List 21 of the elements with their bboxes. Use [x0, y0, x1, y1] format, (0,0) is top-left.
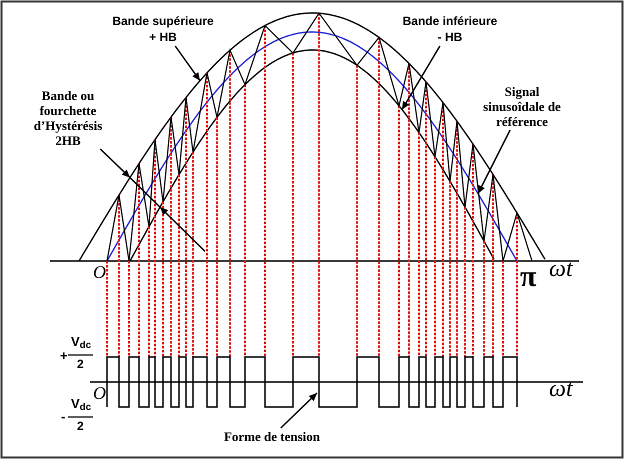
leader-arrow	[280, 392, 318, 429]
voltage-label: V$_{dc}$	[71, 335, 92, 348]
sign-label: +	[60, 349, 68, 362]
denominator-label: 2	[77, 358, 84, 370]
sign-label: -	[61, 410, 66, 423]
callout-text: Bande inférieure - HB	[402, 13, 498, 45]
callout-text: Signal sinusoîdale de référence	[482, 84, 562, 129]
leader-arrow	[477, 130, 511, 194]
leader-arrow	[174, 46, 201, 82]
voltage-label: V$_{dc}$	[71, 397, 92, 410]
axis-label: ωt	[549, 377, 573, 401]
callout-text: Bande ou fourchette d’Hystérésis 2HB	[33, 88, 103, 148]
pi-label: π	[520, 262, 536, 292]
axis-label: ωt	[549, 257, 573, 281]
leader-arrow	[401, 46, 441, 110]
denominator-label: 2	[77, 420, 84, 432]
origin-label: O	[93, 263, 106, 281]
leader-arrow	[100, 148, 131, 178]
callout-text: Forme de tension	[223, 429, 321, 444]
callout-text: Bande supérieure + HB	[112, 13, 214, 45]
origin-label: O	[93, 384, 106, 402]
